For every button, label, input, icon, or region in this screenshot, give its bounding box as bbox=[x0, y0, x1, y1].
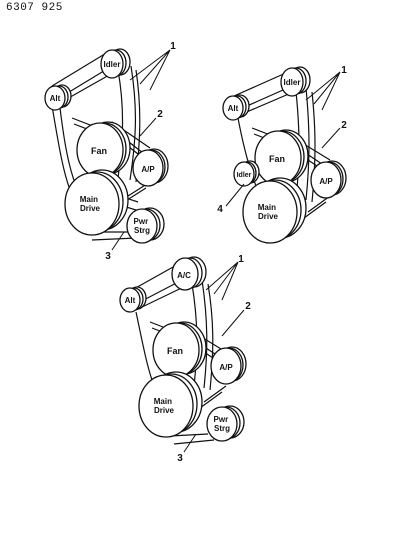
callout-2: 2 bbox=[341, 120, 347, 131]
pulley-alt bbox=[44, 84, 72, 111]
label-ac: A/C bbox=[177, 271, 191, 280]
label-alt: Alt bbox=[50, 94, 61, 103]
pulley-label-line: Strg bbox=[214, 424, 230, 433]
pulley-pwr-strg bbox=[206, 405, 245, 442]
label-pwr-strg: Pwr Strg bbox=[214, 415, 231, 433]
pulley-label-line: Drive bbox=[258, 212, 279, 221]
label-main-drive: Main Drive bbox=[258, 203, 279, 221]
label-ap: A/P bbox=[141, 165, 155, 174]
callout-2: 2 bbox=[245, 301, 251, 312]
main-drive-line: Main bbox=[258, 203, 276, 212]
document-number: 6307 925 bbox=[6, 2, 63, 14]
label-fan: Fan bbox=[269, 154, 285, 164]
pwr-strg-line: Pwr bbox=[214, 415, 229, 424]
pulley-main-drive bbox=[242, 177, 307, 244]
callout-1: 1 bbox=[341, 65, 347, 76]
pulley-idler bbox=[100, 48, 131, 79]
belt-3 bbox=[169, 433, 215, 445]
label-ap: A/P bbox=[319, 177, 333, 186]
pulley-alt bbox=[119, 286, 147, 313]
pulley-label-line: Drive bbox=[80, 204, 101, 213]
label-idler: Idler bbox=[104, 60, 121, 69]
pulley-idler-lower bbox=[233, 160, 260, 187]
label-idler: Idler bbox=[237, 172, 252, 179]
label-idler: Idler bbox=[284, 78, 301, 87]
label-main-drive: Main Drive bbox=[154, 397, 175, 415]
label-pwr-strg: Pwr Strg bbox=[134, 217, 151, 235]
pwr-strg-line: Pwr bbox=[134, 217, 149, 226]
pulley-fan bbox=[254, 129, 309, 186]
label-fan: Fan bbox=[167, 346, 183, 356]
pulley-ap bbox=[210, 346, 247, 385]
callout-4: 4 bbox=[217, 204, 223, 215]
main-drive-line: Main bbox=[80, 195, 98, 204]
label-fan: Fan bbox=[91, 146, 107, 156]
callout-2: 2 bbox=[157, 109, 163, 120]
pulley-fan bbox=[76, 121, 131, 178]
pulley-ac bbox=[171, 256, 207, 291]
callout-3: 3 bbox=[105, 251, 111, 262]
pulley-ap bbox=[132, 148, 169, 187]
pulley-alt bbox=[222, 94, 250, 121]
callout-1: 1 bbox=[238, 254, 244, 265]
callout-3: 3 bbox=[177, 453, 183, 464]
pulley-main-drive bbox=[64, 169, 129, 236]
callout-1: 1 bbox=[170, 41, 176, 52]
main-drive-line: Main bbox=[154, 397, 172, 406]
pulley-ap bbox=[310, 160, 347, 199]
label-ap: A/P bbox=[219, 363, 233, 372]
pulley-fan bbox=[152, 321, 207, 378]
callout-leaders bbox=[225, 71, 341, 207]
callout-leaders bbox=[183, 261, 245, 453]
label-alt: Alt bbox=[125, 296, 136, 305]
label-alt: Alt bbox=[228, 104, 239, 113]
pulley-idler-upper bbox=[280, 66, 311, 97]
pulley-label-line: Drive bbox=[154, 406, 175, 415]
pulley-pwr-strg bbox=[126, 207, 165, 244]
pulley-main-drive bbox=[138, 371, 203, 438]
callout-leaders bbox=[111, 49, 171, 251]
pulley-label-line: Strg bbox=[134, 226, 150, 235]
label-main-drive: Main Drive bbox=[80, 195, 101, 213]
